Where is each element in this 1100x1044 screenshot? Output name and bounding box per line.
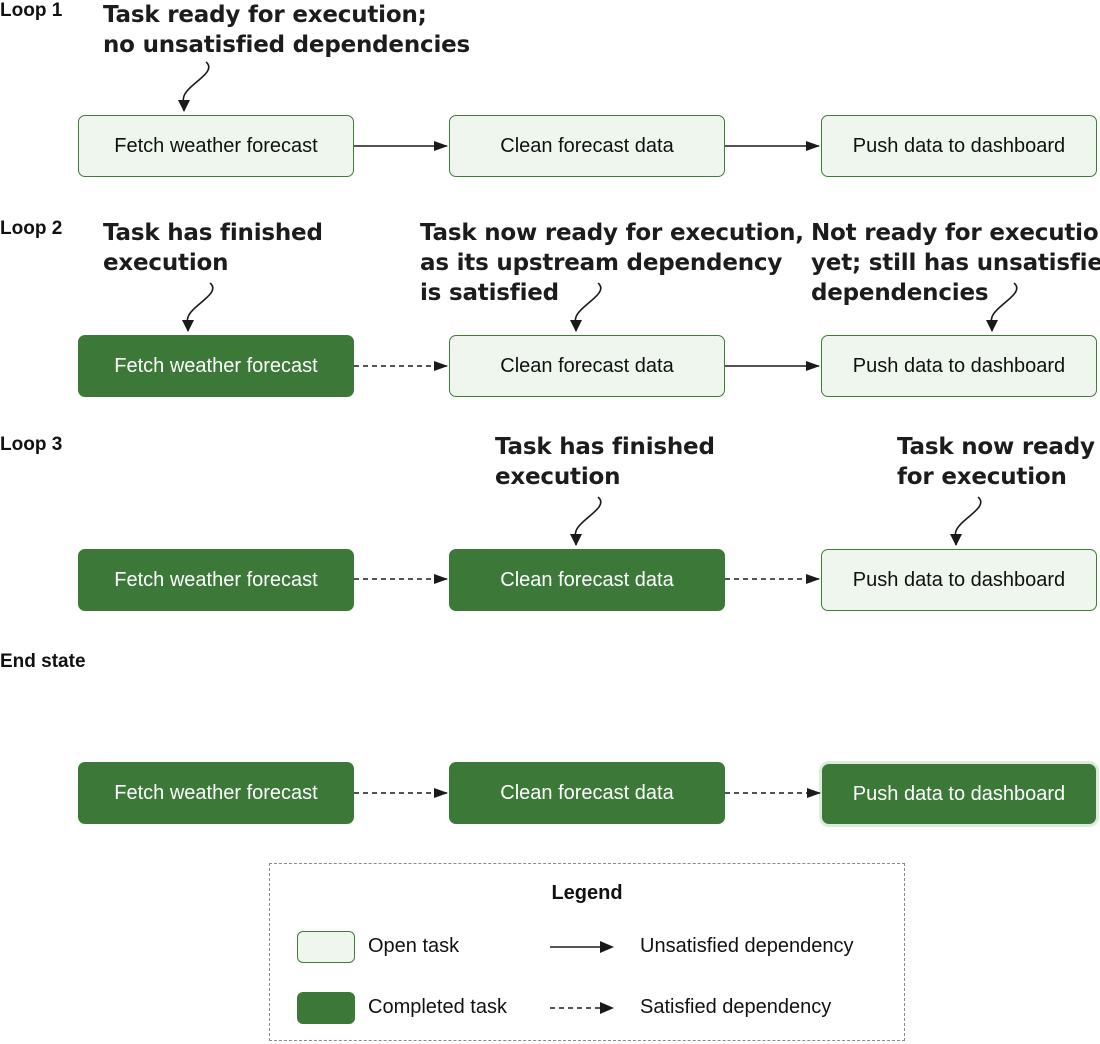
annotation-line: for execution (897, 464, 1067, 490)
legend-completed-task-swatch (297, 992, 355, 1024)
legend-open-task-label: Open task (368, 935, 460, 957)
task-node-fetch-weather-forecast: Fetch weather forecast (78, 115, 354, 177)
annotation-line: is satisfied (420, 280, 559, 306)
task-node-clean-forecast-data: Clean forecast data (449, 115, 725, 177)
callout-arrow (182, 282, 214, 332)
annotation-line: yet; still has unsatisfied (811, 250, 1100, 276)
annotation-loop3-push: Task now ready for execution (897, 432, 1095, 492)
legend-open-task-swatch (297, 931, 355, 963)
legend-completed-task-label: Completed task (368, 996, 507, 1018)
annotation-line: Task has finished (495, 434, 715, 460)
annotation-line: Not ready for execution (811, 220, 1100, 246)
task-node-push-data-to-dashboard: Push data to dashboard (822, 764, 1096, 824)
annotation-line: Task now ready for execution, (420, 220, 804, 246)
legend-box: Legend Open task Completed task Unsatisf… (269, 863, 905, 1041)
legend-unsatisfied-arrow (550, 941, 614, 953)
legend-satisfied-dependency-label: Satisfied dependency (640, 996, 832, 1018)
annotation-line: no unsatisfied dependencies (103, 32, 471, 58)
task-node-push-data-to-dashboard: Push data to dashboard (821, 115, 1097, 177)
task-node-clean-forecast-data: Clean forecast data (449, 762, 725, 824)
stage-label-loop-1: Loop 1 (0, 0, 63, 21)
annotation-loop2-push: Not ready for execution yet; still has u… (811, 218, 1100, 308)
task-node-clean-forecast-data: Clean forecast data (449, 335, 725, 397)
callout-arrow (570, 496, 602, 546)
annotation-loop2-fetch: Task has finished execution (103, 218, 323, 278)
task-node-push-data-to-dashboard: Push data to dashboard (821, 549, 1097, 611)
annotation-line: Task has finished (103, 220, 323, 246)
legend-unsatisfied-dependency-label: Unsatisfied dependency (640, 935, 854, 957)
annotation-line: Task now ready (897, 434, 1095, 460)
task-node-clean-forecast-data: Clean forecast data (449, 549, 725, 611)
stage-label-loop-2: Loop 2 (0, 218, 63, 239)
stage-label-loop-3: Loop 3 (0, 434, 63, 455)
annotation-line: dependencies (811, 280, 989, 306)
legend-title: Legend (551, 882, 623, 904)
annotation-line: execution (495, 464, 621, 490)
task-node-fetch-weather-forecast: Fetch weather forecast (78, 335, 354, 397)
callout-arrow (178, 61, 210, 112)
annotation-loop3-clean: Task has finished execution (495, 432, 715, 492)
task-node-fetch-weather-forecast: Fetch weather forecast (78, 762, 354, 824)
annotation-line: as its upstream dependency (420, 250, 783, 276)
annotation-line: execution (103, 250, 229, 276)
legend-satisfied-arrow (550, 1002, 614, 1014)
annotation-line: Task ready for execution; (103, 2, 427, 28)
callout-arrow (950, 496, 982, 546)
annotation-loop2-clean: Task now ready for execution, as its ups… (420, 218, 804, 308)
annotation-loop1-fetch: Task ready for execution; no unsatisfied… (103, 0, 470, 60)
task-node-fetch-weather-forecast: Fetch weather forecast (78, 549, 354, 611)
task-node-push-data-to-dashboard: Push data to dashboard (821, 335, 1097, 397)
stage-label-end-state: End state (0, 651, 86, 672)
